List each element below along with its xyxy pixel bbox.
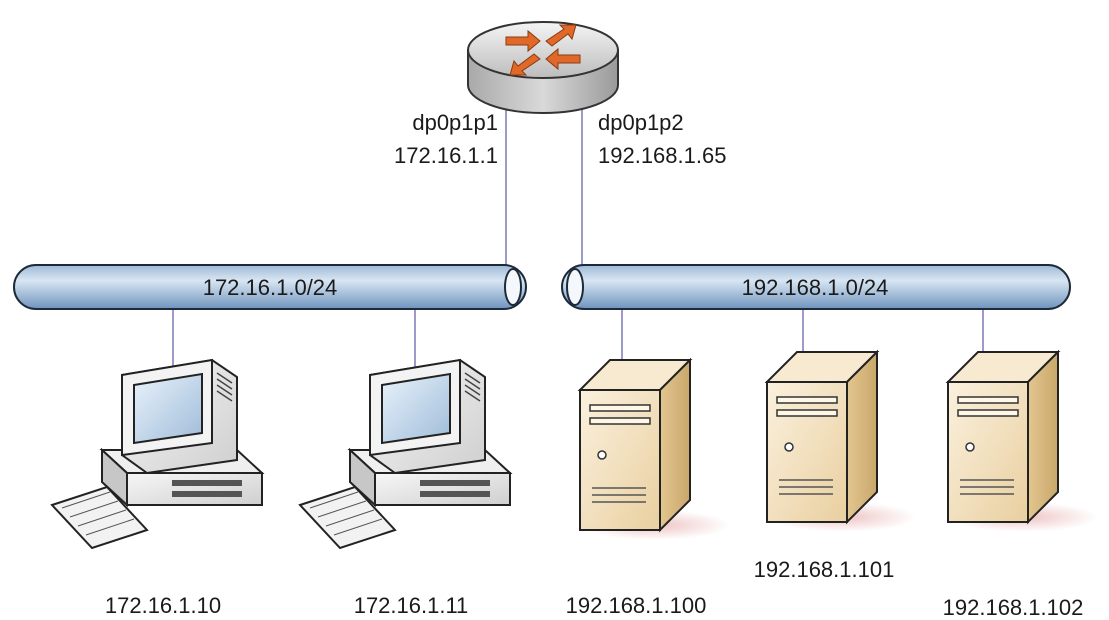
host-ip-label: 172.16.1.10 <box>105 593 221 618</box>
server-icon <box>947 351 1099 533</box>
workstation-icon <box>299 359 511 549</box>
iface-name-dp0p1p1: dp0p1p1 <box>412 110 498 135</box>
iface-ip-dp0p1p2: 192.168.1.65 <box>598 143 726 168</box>
network-label-192-168-1-0: 192.168.1.0/24 <box>742 275 889 300</box>
router-icon <box>467 21 619 114</box>
host-ip-label: 192.168.1.102 <box>943 595 1084 620</box>
host-ip-label: 172.16.1.11 <box>354 593 469 618</box>
host-ip-label: 192.168.1.100 <box>566 593 707 618</box>
server-icon <box>579 359 731 541</box>
network-label-172-16-1-0: 172.16.1.0/24 <box>203 275 338 300</box>
workstation-icon <box>51 359 263 549</box>
iface-ip-dp0p1p1: 172.16.1.1 <box>394 143 498 168</box>
iface-name-dp0p1p2: dp0p1p2 <box>598 110 684 135</box>
network-bus-172-16-1-0: 172.16.1.0/24 <box>13 264 527 310</box>
network-bus-192-168-1-0: 192.168.1.0/24 <box>561 264 1071 310</box>
server-icon <box>766 351 918 533</box>
host-ip-label: 192.168.1.101 <box>754 557 895 582</box>
